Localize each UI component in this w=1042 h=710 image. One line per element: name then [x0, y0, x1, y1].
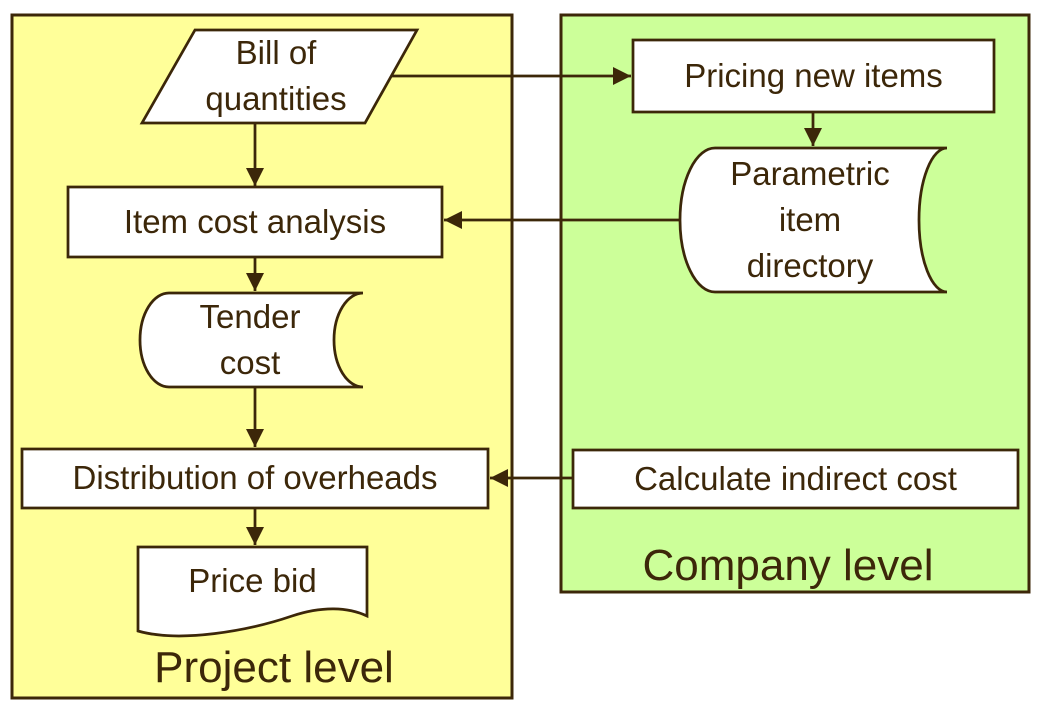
bill-of-quantities-shape: [139, 28, 420, 125]
item-cost-analysis-shape: [66, 185, 444, 259]
tender-cost-shape: [138, 291, 364, 389]
pricing-new-items-shape: [631, 38, 996, 114]
distribution-of-overheads-shape: [20, 447, 490, 510]
price-bid-shape: [136, 545, 369, 638]
calculate-indirect-cost-shape: [571, 448, 1020, 510]
parametric-item-directory-shape: [678, 146, 948, 294]
